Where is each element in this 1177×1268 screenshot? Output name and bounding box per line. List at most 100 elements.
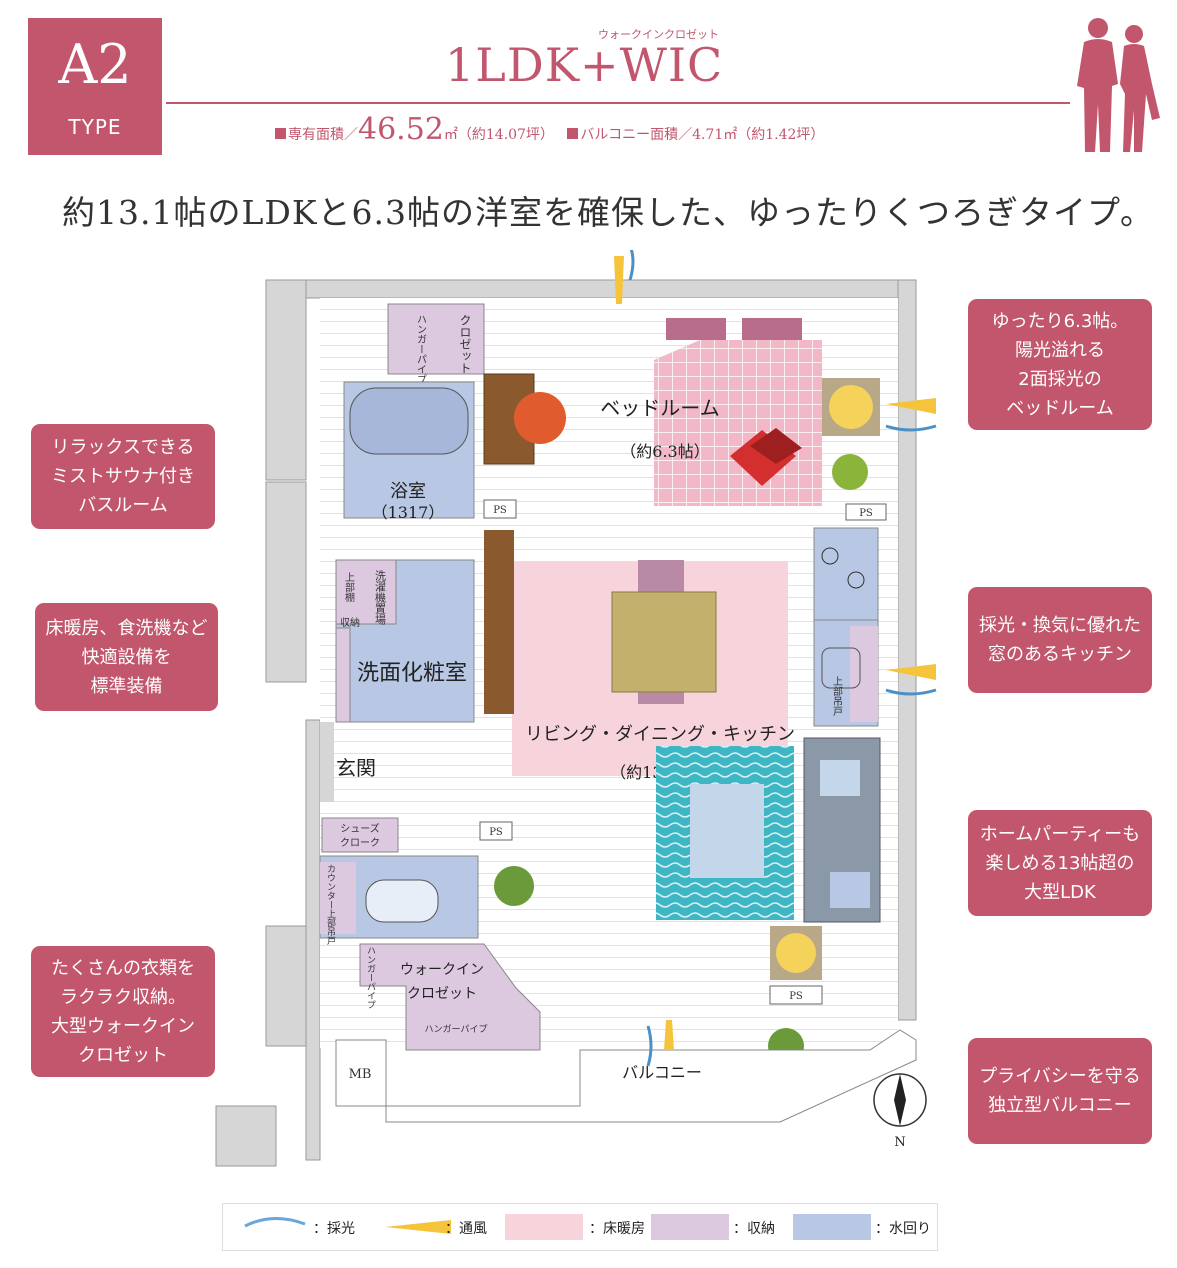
- bullet-square-icon: [567, 128, 579, 139]
- legend-storage: ：収納: [733, 1221, 775, 1237]
- bullet-square-icon: [275, 128, 286, 139]
- plant-icon: [494, 866, 534, 906]
- callout-text: 採光・換気に優れた 窓のあるキッチン: [979, 615, 1141, 665]
- plan-type-ruby: ウォークインクロゼット: [598, 28, 719, 41]
- bath-size-label: （1317）: [372, 503, 445, 522]
- hanger-pipe-label: ハンガーパイプ: [365, 946, 376, 1009]
- callout-bedroom: ゆったり6.3帖。 陽光溢れる 2面採光の ベッドルーム: [968, 299, 1152, 430]
- shoes-label: シューズ: [340, 822, 380, 835]
- plan-type-title: 1LDK+WIC: [445, 38, 724, 92]
- bath-label: 浴室: [390, 481, 426, 502]
- callout-text: ゆったり6.3帖。 陽光溢れる 2面採光の ベッドルーム: [991, 310, 1129, 419]
- storage-shelf: [335, 627, 351, 723]
- type-badge: A2 TYPE: [28, 18, 162, 155]
- bedroom-label: ベッドルーム: [600, 396, 719, 420]
- ps-label: PS: [859, 508, 873, 519]
- lamp-icon: [776, 933, 816, 973]
- wind-arrow-icon: [614, 256, 624, 304]
- callout-text: プライバシーを守る 独立型バルコニー: [979, 1066, 1141, 1116]
- ps-label: PS: [493, 505, 507, 516]
- water-swatch: [793, 1214, 871, 1240]
- floor-plan: クロゼット ハンガーパイプ 浴室 （1317） 洗濯機置場 上部棚 収納 洗面化…: [215, 250, 937, 1167]
- wic-label-2: クロゼット: [407, 986, 477, 1002]
- shoes-label-2: クローク: [340, 837, 380, 849]
- legend-water: ：水回り: [875, 1221, 931, 1237]
- closet-label: クロゼット: [458, 314, 472, 374]
- kitchen-upper-label: 上部吊戸: [831, 676, 843, 717]
- lamp-icon: [829, 385, 873, 429]
- counter-label: カウンター上部吊戸: [325, 864, 336, 946]
- laundry-space: [335, 559, 397, 625]
- light-arrow-icon: [628, 250, 635, 281]
- dining-table-icon: [611, 591, 717, 693]
- wic-label: ウォークイン: [400, 962, 484, 978]
- callout-bathroom: リラックスできる ミストサウナ付き バスルーム: [31, 424, 215, 529]
- laundry-label: 洗濯機置場: [374, 570, 387, 626]
- toilet-icon: [365, 879, 439, 923]
- counter-icon: [484, 530, 514, 714]
- callout-text: リラックスできる ミストサウナ付き バスルーム: [51, 437, 195, 516]
- cooktop: [813, 527, 879, 621]
- light-legend-icon: [244, 1217, 306, 1228]
- callout-equipment: 床暖房、食洗機など 快適設備を 標準装備: [35, 603, 218, 711]
- ldk-label: リビング・ダイニング・キッチン: [525, 724, 795, 745]
- mb-label: MB: [349, 1067, 372, 1082]
- cushion-icon: [750, 428, 802, 464]
- legend-floor-heat: ：床暖房: [589, 1221, 645, 1237]
- ps-label: PS: [489, 827, 503, 838]
- light-arrow-icon: [885, 688, 937, 696]
- balcony-label: バルコニー: [622, 1063, 702, 1082]
- callout-walk-in-closet: たくさんの衣類を ラクラク収納。 大型ウォークイン クロゼット: [31, 946, 215, 1077]
- pillow-icon: [666, 318, 726, 340]
- couple-silhouette-icon: [1077, 18, 1160, 152]
- hanger-pipe-label: ハンガーパイプ: [415, 314, 427, 384]
- callout-ldk: ホームパーティーも 楽しめる13帖超の 大型LDK: [968, 810, 1152, 916]
- wind-arrow-icon: [886, 398, 936, 414]
- callout-text: 床暖房、食洗機など 快適設備を 標準装備: [45, 617, 208, 697]
- meter-box: [335, 1039, 387, 1107]
- plant-icon: [832, 454, 868, 490]
- closet: [387, 303, 485, 375]
- wind-legend-icon: [385, 1220, 451, 1234]
- entrance-label: 玄関: [336, 756, 376, 780]
- headline: 約13.1帖のLDKと6.3帖の洋室を確保した、ゆったりくつろぎタイプ。: [62, 193, 1154, 232]
- legend-wind: ：通風: [445, 1221, 487, 1237]
- light-arrow-icon: [885, 424, 937, 432]
- private-area-label: 専有面積／: [288, 127, 358, 143]
- type-code: A2: [58, 33, 132, 96]
- area-info: 専有面積／46.52㎡（約14.07坪） バルコニー面積／4.71㎡（約1.42…: [275, 112, 824, 147]
- callout-text: ホームパーティーも 楽しめる13帖超の 大型LDK: [979, 823, 1141, 903]
- floor-heat-swatch: [505, 1214, 583, 1240]
- private-area-value: 46.52: [358, 112, 444, 147]
- private-area-unit: ㎡（約14.07坪）: [443, 127, 554, 143]
- storage-swatch: [651, 1214, 729, 1240]
- chair-icon: [514, 392, 566, 444]
- coffee-table-icon: [690, 784, 764, 878]
- hanger-pipe-label: ハンガーパイプ: [425, 1024, 488, 1035]
- legend-light: ：採光: [313, 1221, 355, 1237]
- title-underline: [166, 102, 1070, 104]
- kitchen-upper-cabinet: [850, 626, 878, 722]
- bedroom-size-label: （約6.3帖）: [620, 442, 709, 461]
- north-label: N: [894, 1135, 905, 1150]
- light-arrow-icon: [646, 1025, 653, 1067]
- ps-label: PS: [789, 991, 803, 1002]
- wind-arrow-icon: [664, 1020, 674, 1050]
- bathtub-icon: [349, 387, 469, 455]
- sink-icon: [821, 647, 861, 689]
- balcony-area-label: バルコニー面積／4.71㎡（約1.42坪）: [580, 127, 825, 143]
- type-word: TYPE: [68, 115, 122, 139]
- callout-text: たくさんの衣類を ラクラク収納。 大型ウォークイン クロゼット: [51, 957, 195, 1066]
- walk-in-closet: [359, 943, 541, 1051]
- toilet-cabinet: [320, 862, 356, 934]
- washroom-label: 洗面化粧室: [357, 661, 467, 686]
- balcony-area: [385, 1029, 917, 1123]
- legend: ：採光 ：通風 ：床暖房 ：収納 ：水回り: [222, 1203, 938, 1251]
- pillow-icon: [742, 318, 802, 340]
- wind-arrow-icon: [886, 664, 936, 680]
- bed-icon: [654, 340, 822, 506]
- storage-label: 収納: [340, 616, 360, 629]
- compass-icon: [873, 1073, 927, 1127]
- upper-shelf-label: 上部棚: [343, 572, 355, 603]
- shoes-closet: [321, 817, 399, 853]
